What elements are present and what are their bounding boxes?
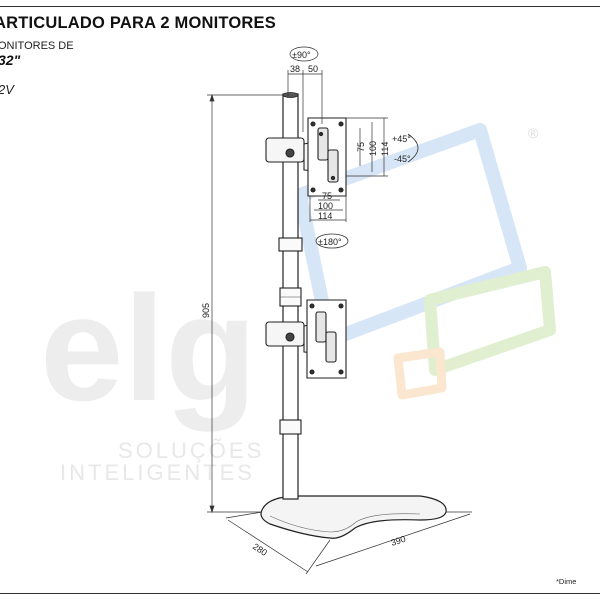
offset-50-label: 50 xyxy=(308,64,318,74)
product-subtitle: ONITORES DE xyxy=(0,40,74,52)
tilt-arc xyxy=(407,133,419,163)
vesa-v100-label: 100 xyxy=(368,141,378,156)
stand-pole xyxy=(278,92,303,500)
tilt-minus-label: -45° xyxy=(394,154,411,164)
vesa-h100-label: 100 xyxy=(318,201,333,211)
vesa-horizontal-dimensions xyxy=(309,196,347,222)
vesa-vertical-dimensions xyxy=(346,117,388,177)
vesa-h75-label: 75 xyxy=(322,191,332,201)
tilt-side-label: ±90° xyxy=(292,50,311,60)
watermark-orange-shape xyxy=(393,347,447,400)
product-size: 32" xyxy=(0,52,21,68)
lower-monitor-arm xyxy=(265,299,347,379)
watermark-logo: elg xyxy=(40,264,257,432)
watermark-line1: SOLUÇÕES xyxy=(118,438,264,463)
stand-base xyxy=(260,495,447,539)
vesa-v75-label: 75 xyxy=(356,142,366,152)
arm-offset-dimensions xyxy=(287,46,323,132)
watermark-line2: INTELIGENTES xyxy=(60,460,255,485)
offset-38-label: 38 xyxy=(290,64,300,74)
page-frame xyxy=(0,6,600,594)
height-dimension xyxy=(207,93,283,514)
depth-label: 280 xyxy=(251,541,269,558)
watermark-registered: ® xyxy=(528,125,539,141)
watermark-green-shape xyxy=(424,266,556,376)
product-voltage: 2V xyxy=(0,82,14,97)
tilt-plus-label: +45° xyxy=(392,134,411,144)
vesa-v114-label: 114 xyxy=(380,142,390,156)
height-label: 905 xyxy=(201,303,211,318)
depth-dimension xyxy=(225,511,331,575)
elg-watermark: elg SOLUÇÕES INTELIGENTES ® xyxy=(40,123,556,485)
upper-monitor-arm xyxy=(265,117,347,197)
dimensions-footnote: *Dime xyxy=(556,577,577,586)
product-title: ARTICULADO PARA 2 MONITORES xyxy=(0,14,276,32)
vesa-h114-label: 114 xyxy=(318,211,332,221)
watermark-blue-shape xyxy=(293,123,527,347)
rotation-ellipse xyxy=(315,233,349,249)
width-label: 390 xyxy=(390,534,407,548)
width-dimension xyxy=(315,511,472,567)
rotation-label: ±180° xyxy=(318,237,342,247)
